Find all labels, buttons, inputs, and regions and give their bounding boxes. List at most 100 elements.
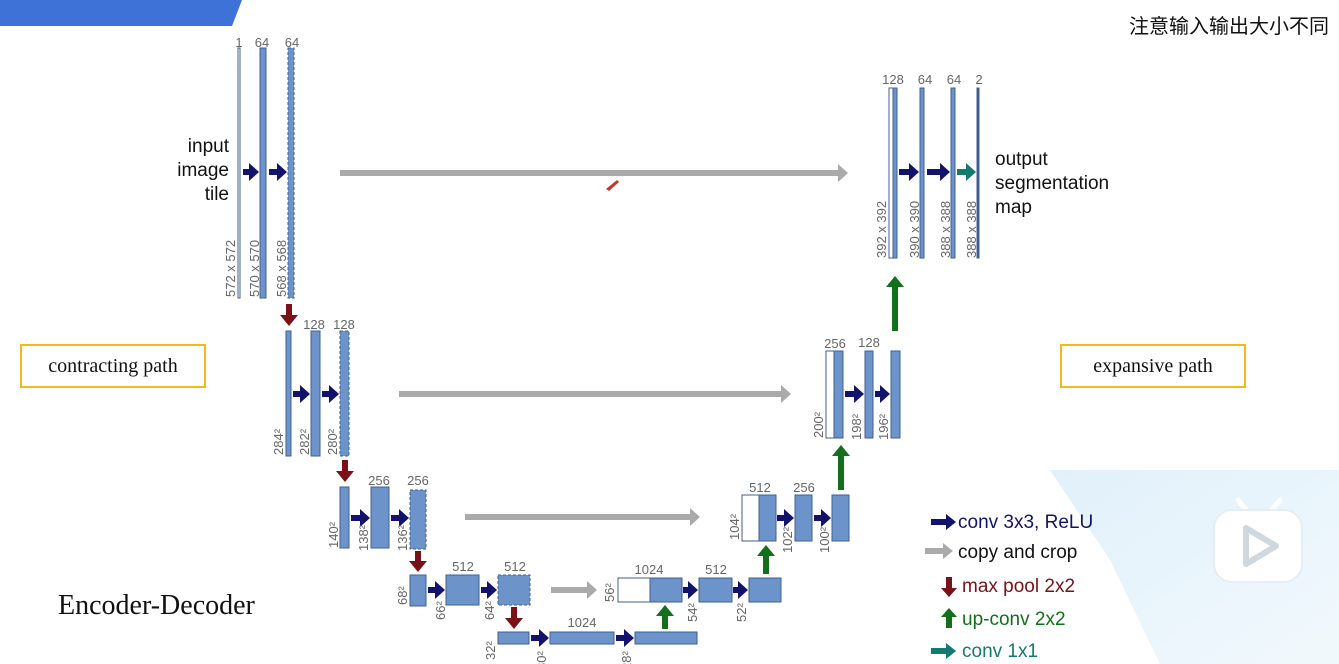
feature-map-block bbox=[698, 577, 733, 603]
size-label: 138² bbox=[356, 524, 371, 551]
size-label: 388 x 388 bbox=[964, 201, 979, 258]
input-label-line: image bbox=[177, 160, 229, 181]
channel-label: 512 bbox=[452, 559, 474, 574]
feature-map-block bbox=[409, 574, 427, 607]
feature-map-block bbox=[748, 577, 782, 603]
feature-map-block bbox=[287, 47, 295, 299]
channel-label: 128 bbox=[333, 317, 355, 332]
channel-label: 64 bbox=[285, 35, 299, 50]
copied-feature-block bbox=[888, 87, 894, 259]
size-label: 28² bbox=[619, 651, 634, 664]
size-note: 注意输入输出大小不同 bbox=[1129, 14, 1329, 38]
size-label: 32² bbox=[483, 641, 498, 660]
conv-arrow-icon bbox=[293, 385, 310, 403]
legend-upconv-arrow-icon bbox=[941, 608, 957, 628]
conv-arrow-icon bbox=[243, 163, 259, 181]
upconv-arrow-icon bbox=[656, 605, 674, 629]
conv-arrow-icon bbox=[777, 509, 794, 527]
feature-map-block bbox=[892, 87, 898, 259]
copied-feature-block bbox=[617, 577, 651, 603]
size-label: 104² bbox=[727, 513, 742, 540]
conv-arrow-icon bbox=[899, 163, 919, 181]
feature-map-block bbox=[919, 87, 925, 259]
legend-copy-label: copy and crop bbox=[958, 542, 1077, 563]
conv-arrow-icon bbox=[391, 509, 409, 527]
legend-conv-arrow-icon bbox=[931, 514, 956, 530]
feature-map-block bbox=[409, 489, 427, 550]
size-label: 568 x 568 bbox=[274, 240, 289, 297]
feature-map-block bbox=[285, 330, 292, 457]
legend-pool-arrow-icon bbox=[941, 577, 957, 597]
channel-label: 128 bbox=[303, 317, 325, 332]
feature-map-block bbox=[339, 330, 350, 457]
size-label: 280² bbox=[325, 428, 340, 455]
header-accent-band bbox=[0, 0, 242, 26]
channel-label: 256 bbox=[824, 336, 846, 351]
size-label: 200² bbox=[811, 411, 826, 438]
feature-map-block bbox=[370, 486, 390, 549]
feature-map-block bbox=[549, 631, 615, 645]
legend-upconv-label: up-conv 2x2 bbox=[962, 609, 1066, 630]
size-label: 136² bbox=[395, 524, 410, 551]
copy-crop-arrow-icon bbox=[340, 164, 848, 182]
channel-label: 512 bbox=[504, 559, 526, 574]
channel-label: 2 bbox=[975, 72, 982, 87]
output-label-line: map bbox=[995, 197, 1032, 218]
conv-arrow-icon bbox=[733, 581, 748, 599]
channel-label: 1024 bbox=[635, 562, 664, 577]
size-label: 66² bbox=[433, 601, 448, 620]
channel-label: 256 bbox=[407, 473, 429, 488]
feature-map-block bbox=[445, 574, 480, 606]
upconv-arrow-icon bbox=[757, 545, 775, 574]
feature-map-block bbox=[758, 494, 777, 542]
size-label: 390 x 390 bbox=[907, 201, 922, 258]
legend-conv-label: conv 3x3, ReLU bbox=[958, 512, 1093, 533]
copied-feature-block bbox=[237, 47, 241, 299]
channel-label: 256 bbox=[793, 480, 815, 495]
output-map-block bbox=[976, 87, 980, 259]
conv-arrow-icon bbox=[875, 385, 890, 403]
legend-arrows bbox=[925, 514, 957, 659]
feature-map-block bbox=[649, 577, 683, 603]
size-label: 102² bbox=[780, 526, 795, 553]
size-label: 56² bbox=[602, 583, 617, 602]
size-label: 64² bbox=[482, 601, 497, 620]
upconv-arrow-icon bbox=[832, 445, 850, 490]
conv-arrow-icon bbox=[428, 581, 445, 599]
bilibili-tv-icon bbox=[1213, 497, 1303, 583]
feature-map-block bbox=[497, 631, 530, 645]
feature-map-block bbox=[890, 350, 901, 439]
channel-label: 512 bbox=[705, 562, 727, 577]
size-label: 54² bbox=[685, 603, 700, 622]
conv-arrow-icon bbox=[351, 509, 370, 527]
size-label: 68² bbox=[395, 586, 410, 605]
size-label: 30² bbox=[534, 651, 549, 664]
conv-arrow-icon bbox=[531, 629, 549, 647]
channel-label: 1 bbox=[235, 35, 242, 50]
channel-label: 64 bbox=[947, 72, 961, 87]
channel-label: 64 bbox=[255, 35, 269, 50]
feature-map-block bbox=[794, 494, 813, 542]
size-label: 282² bbox=[297, 428, 312, 455]
conv-arrow-icon bbox=[269, 163, 287, 181]
maxpool-arrow-icon bbox=[280, 304, 298, 326]
input-label-line: input bbox=[188, 136, 230, 157]
channel-label: 1024 bbox=[568, 615, 597, 630]
size-label: 100² bbox=[817, 526, 832, 553]
size-label: 392 x 392 bbox=[874, 201, 889, 258]
channel-label: 64 bbox=[918, 72, 932, 87]
channel-label: 256 bbox=[368, 473, 390, 488]
encoder-decoder-title: Encoder-Decoder bbox=[58, 590, 255, 621]
conv-arrow-icon bbox=[322, 385, 339, 403]
legend-pool-label: max pool 2x2 bbox=[962, 576, 1075, 597]
size-label: 52² bbox=[734, 603, 749, 622]
size-label: 572 x 572 bbox=[223, 240, 238, 297]
conv1x1-arrow-icon bbox=[957, 163, 976, 181]
feature-map-block bbox=[310, 330, 321, 457]
legend-conv1x1-arrow-icon bbox=[931, 643, 956, 659]
feature-map-block bbox=[831, 494, 850, 542]
legend-copy-arrow-icon bbox=[925, 543, 953, 559]
contracting-path-label: contracting path bbox=[20, 344, 206, 388]
conv-arrow-icon bbox=[845, 385, 864, 403]
pen-cursor-icon bbox=[606, 180, 619, 191]
